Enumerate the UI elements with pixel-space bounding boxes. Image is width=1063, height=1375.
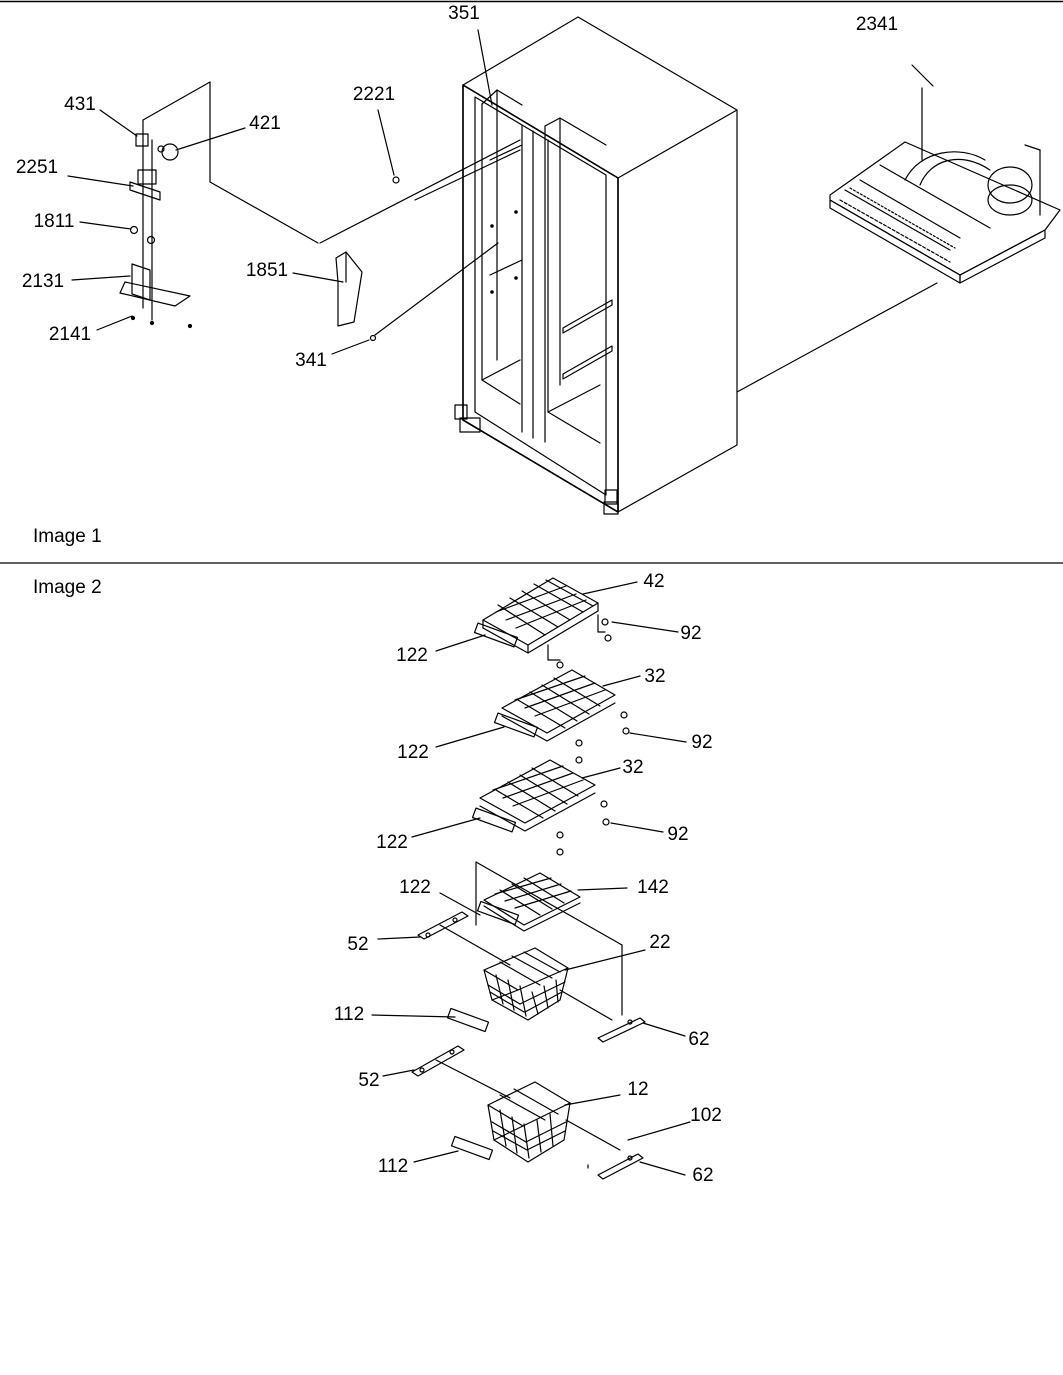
shelf-32-upper — [435, 669, 687, 764]
basket-12-assembly — [382, 1045, 691, 1180]
callout-102: 102 — [690, 1105, 722, 1126]
light-assembly — [67, 81, 319, 331]
callout-62: 62 — [692, 1165, 714, 1186]
callout-92: 92 — [667, 824, 689, 845]
shelf-32-lower — [411, 759, 664, 856]
callout-52: 52 — [347, 934, 369, 955]
callout-2131: 2131 — [21, 271, 65, 292]
callout-122: 122 — [397, 742, 429, 763]
callout-142: 142 — [637, 877, 669, 898]
callout-42: 42 — [643, 571, 665, 592]
callout-92: 92 — [680, 623, 702, 644]
callout-92: 92 — [691, 732, 713, 753]
callout-2221: 2221 — [352, 84, 396, 105]
callout-62: 62 — [688, 1029, 710, 1050]
callout-2141: 2141 — [48, 324, 92, 345]
callout-351: 351 — [448, 3, 480, 24]
caption-image-2: Image 2 — [33, 577, 102, 598]
shelf-42 — [435, 577, 679, 669]
callout-112: 112 — [333, 1004, 365, 1025]
part-2221 — [377, 109, 400, 184]
part-1851 — [292, 251, 363, 327]
callout-122: 122 — [376, 832, 408, 853]
callout-32: 32 — [644, 666, 666, 687]
callout-122: 122 — [396, 645, 428, 666]
callout-2251: 2251 — [15, 157, 59, 178]
callout-112: 112 — [377, 1156, 409, 1177]
refrigerator-cabinet — [319, 16, 738, 515]
part-341 — [331, 334, 377, 355]
callout-32: 32 — [622, 757, 644, 778]
callout-1811: 1811 — [33, 211, 75, 232]
callout-431: 431 — [64, 94, 96, 115]
callout-1851: 1851 — [245, 260, 289, 281]
caption-image-1: Image 1 — [33, 526, 102, 547]
callout-2341: 2341 — [855, 14, 899, 35]
callout-421: 421 — [249, 113, 281, 134]
shelf-142-and-basket-22 — [371, 861, 686, 1043]
machine-compartment — [736, 64, 1061, 393]
callout-122: 122 — [399, 877, 431, 898]
callout-341: 341 — [295, 350, 327, 371]
callout-22: 22 — [649, 932, 671, 953]
callout-52: 52 — [358, 1070, 380, 1091]
callout-12: 12 — [627, 1079, 649, 1100]
